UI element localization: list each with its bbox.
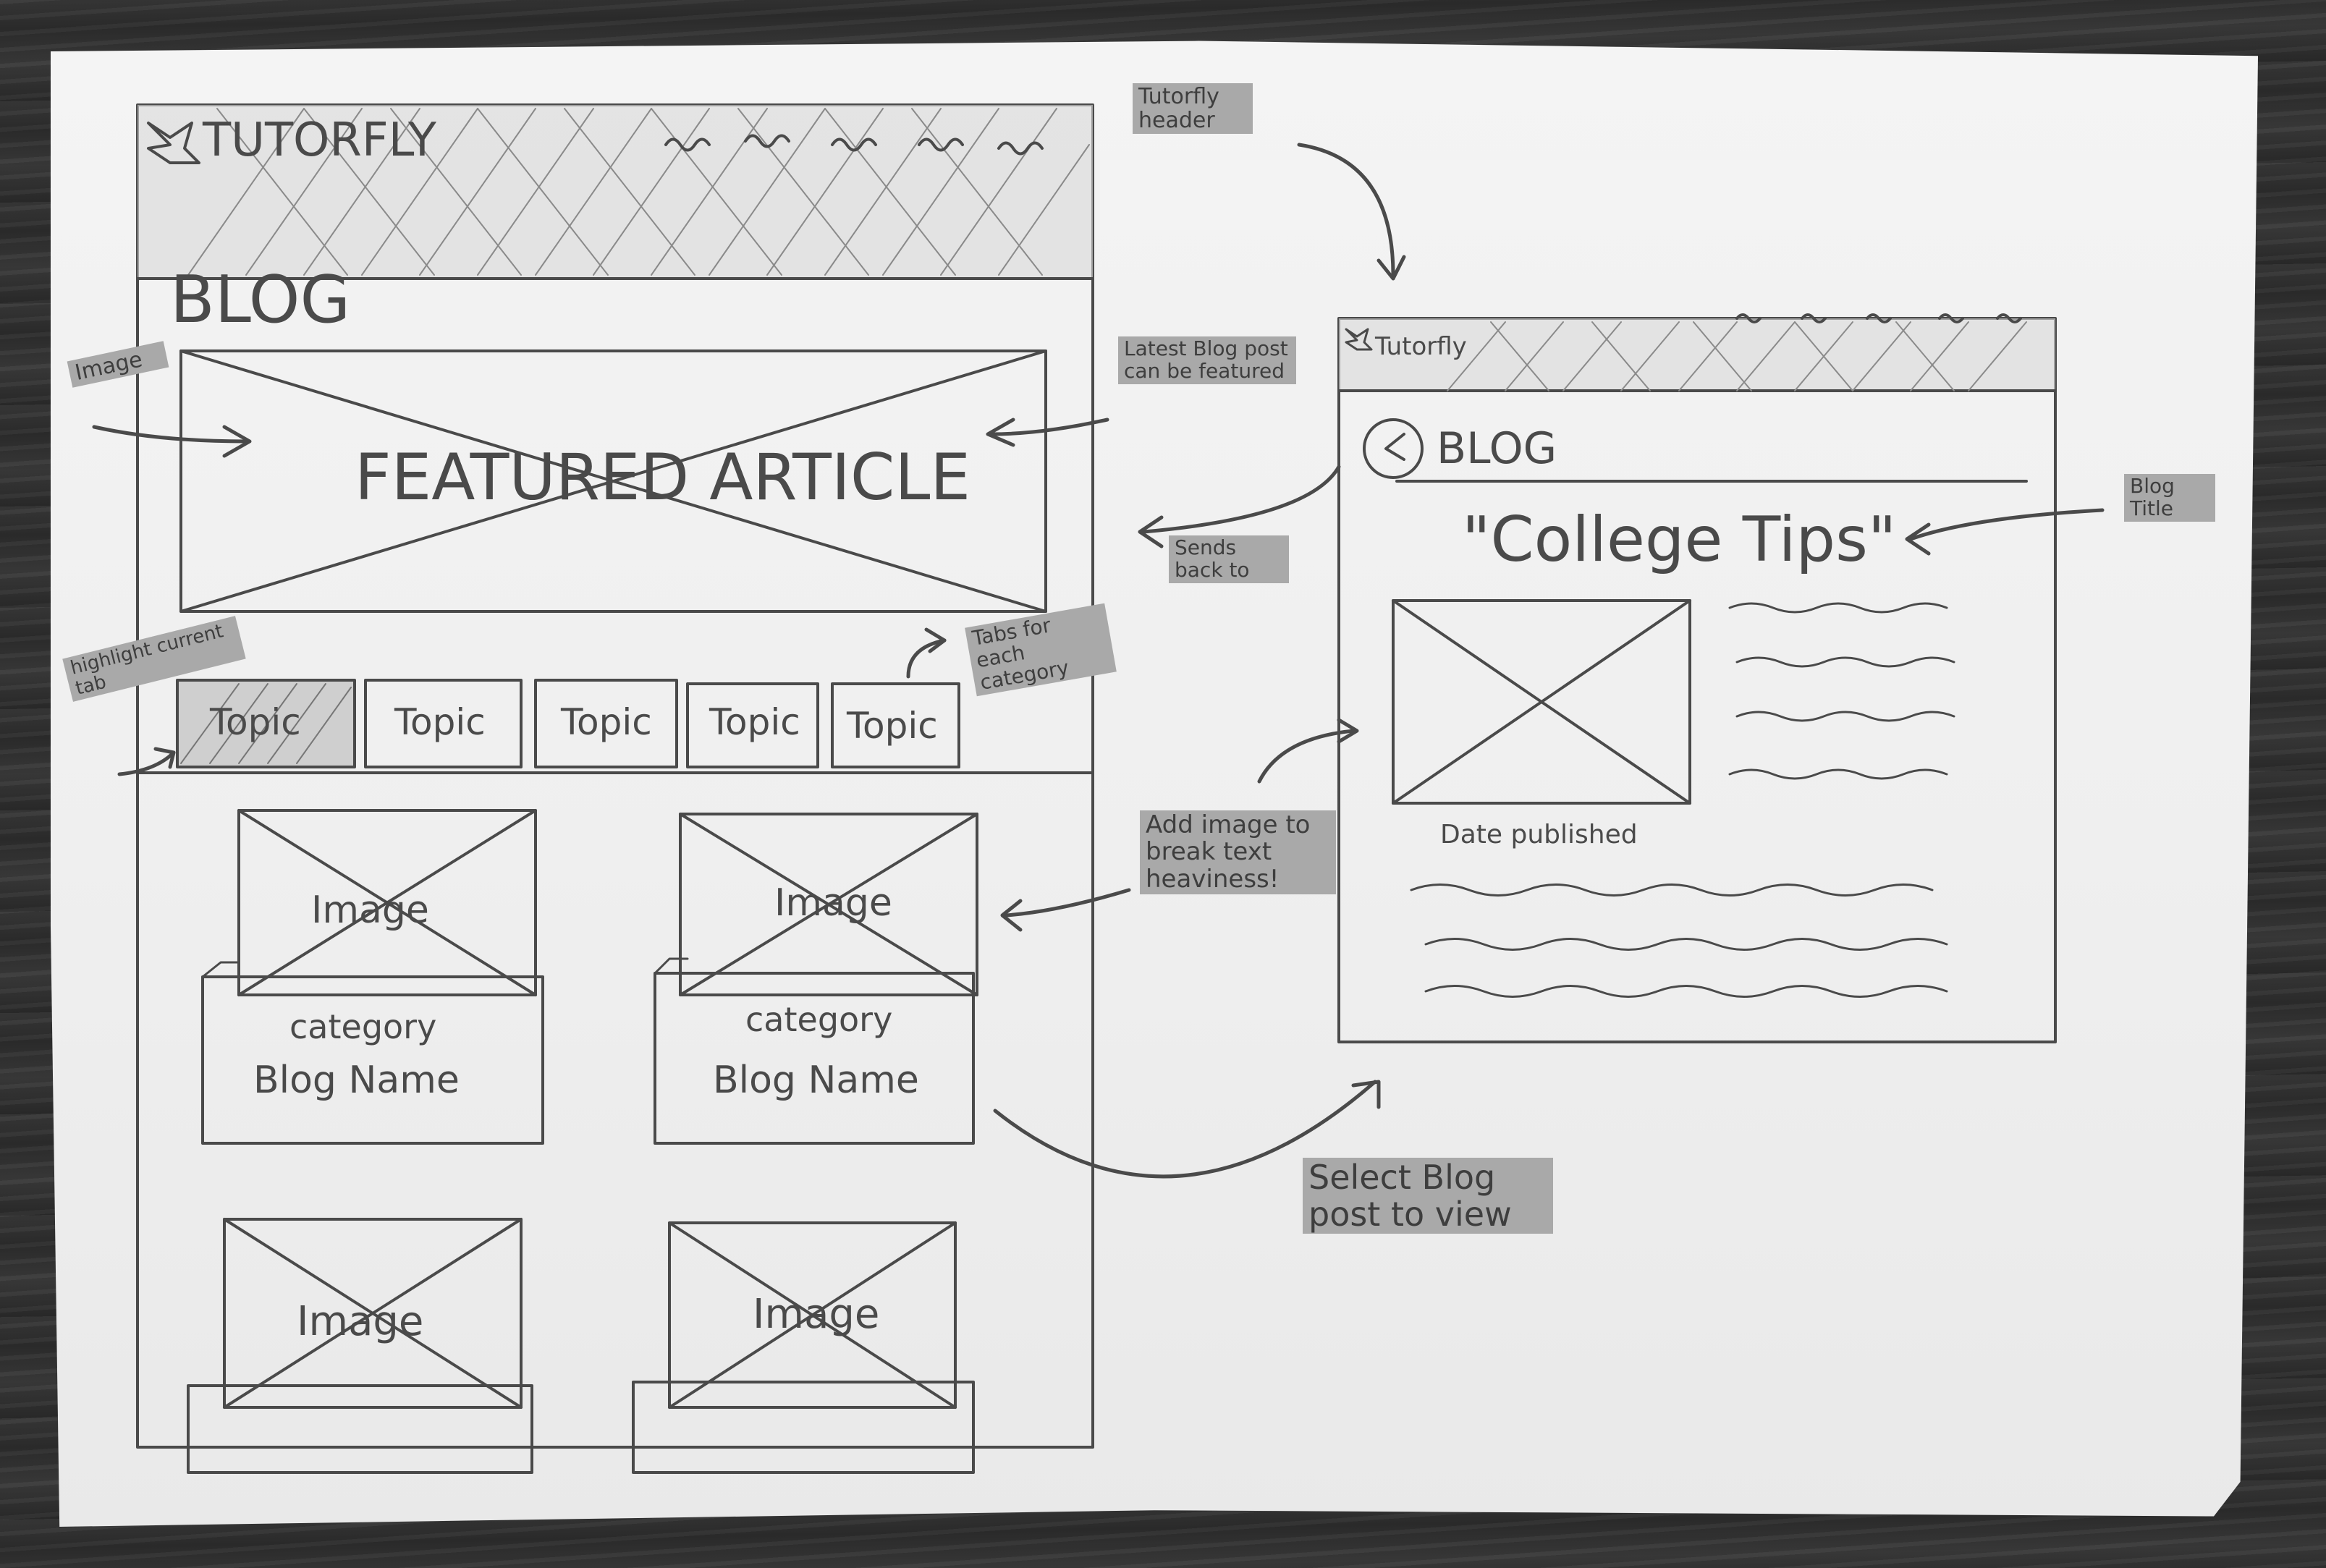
arrow-tabs-note <box>906 638 947 679</box>
article-text-lines <box>1410 602 1955 998</box>
back-chevron-icon <box>1384 433 1405 461</box>
tab-label-5: Topic <box>846 705 938 747</box>
blog-card-1[interactable] <box>201 809 544 1145</box>
featured-article-label: FEATURED ARTICLE <box>355 440 970 514</box>
arrow-header-to-right <box>1297 143 1395 277</box>
article-image-placeholder <box>1392 599 1691 805</box>
right-header <box>1337 313 2057 392</box>
card-1-name: Blog Name <box>253 1059 460 1102</box>
card-2-name: Blog Name <box>713 1059 919 1102</box>
arrow-select-blog <box>993 1080 1377 1179</box>
tutorfly-small-logo-icon <box>1345 328 1373 351</box>
note-select-blog-post: Select Blog post to view <box>1303 1158 1553 1234</box>
right-wireframe <box>1337 313 2057 1043</box>
back-arrow-icon[interactable] <box>1363 418 1424 479</box>
tab-topic-4[interactable] <box>686 682 819 768</box>
arrow-head-highlight <box>153 747 176 769</box>
card-1-image-label: Image <box>311 889 429 932</box>
card-1-category: category <box>289 1007 436 1046</box>
card-3-image-label: Image <box>297 1298 423 1345</box>
arrow-add-image-left <box>1004 888 1131 918</box>
card-2-category: category <box>745 1000 892 1039</box>
tab-label-1: Topic <box>209 701 301 743</box>
arrow-head-select <box>1351 1080 1381 1109</box>
arrow-blog-title <box>1908 508 2105 541</box>
tutorfly-logo-icon <box>147 122 200 164</box>
tab-label-4: Topic <box>709 701 800 743</box>
left-logo-text: TUTORFLY <box>202 114 437 167</box>
arrow-latest-note <box>989 418 1109 436</box>
left-blog-title: BLOG <box>170 262 350 338</box>
arrow-head-latest <box>986 418 1015 447</box>
blog-card-4[interactable] <box>632 1221 975 1474</box>
arrow-head-add-up <box>1337 718 1359 744</box>
tab-label-2: Topic <box>394 701 486 743</box>
right-nav-squiggles <box>1735 313 2022 323</box>
date-published-label: Date published <box>1440 820 1638 849</box>
header-hatching <box>187 108 1090 276</box>
right-logo-text: Tutorfly <box>1374 332 1467 361</box>
note-tutorfly-header: Tutorfly header <box>1133 83 1253 134</box>
arrow-image-note <box>92 425 248 444</box>
paper-sheet <box>51 41 2258 1527</box>
arrow-add-image-up <box>1257 729 1356 784</box>
note-add-image: Add image to break text heaviness! <box>1140 810 1336 895</box>
left-nav-squiggles <box>664 134 1044 156</box>
note-blog-title: Blog Title <box>2124 474 2215 522</box>
blog-card-3[interactable] <box>187 1218 533 1474</box>
right-blog-heading: BLOG <box>1437 423 1557 474</box>
arrow-head-sends <box>1138 515 1164 548</box>
left-wireframe <box>136 103 1094 1474</box>
tab-topic-2[interactable] <box>364 679 523 768</box>
annotation-arrows <box>92 143 2105 1179</box>
arrow-head-image <box>222 425 252 458</box>
arrow-head-add-left <box>1000 899 1023 932</box>
card-2-image-label: Image <box>774 881 892 925</box>
arrow-head-tabs <box>924 627 947 653</box>
tab-label-3: Topic <box>560 701 652 743</box>
arrow-head-blog-title <box>1905 522 1931 556</box>
blog-post-title: "College Tips" <box>1462 504 1897 576</box>
tab-topic-5[interactable] <box>831 682 960 768</box>
arrow-head-header <box>1376 255 1406 281</box>
left-header <box>136 105 1094 280</box>
blog-card-2[interactable] <box>654 813 978 1145</box>
note-latest-post-featured: Latest Blog post can be featured <box>1118 336 1296 384</box>
arrow-sends-back <box>1141 465 1341 534</box>
note-sends-back: Sends back to <box>1169 535 1289 583</box>
topic-tabs <box>136 679 1094 774</box>
tab-topic-3[interactable] <box>534 679 678 768</box>
arrow-highlight-tab <box>117 750 176 776</box>
featured-article-box <box>179 349 1047 613</box>
card-4-image-label: Image <box>753 1291 879 1338</box>
